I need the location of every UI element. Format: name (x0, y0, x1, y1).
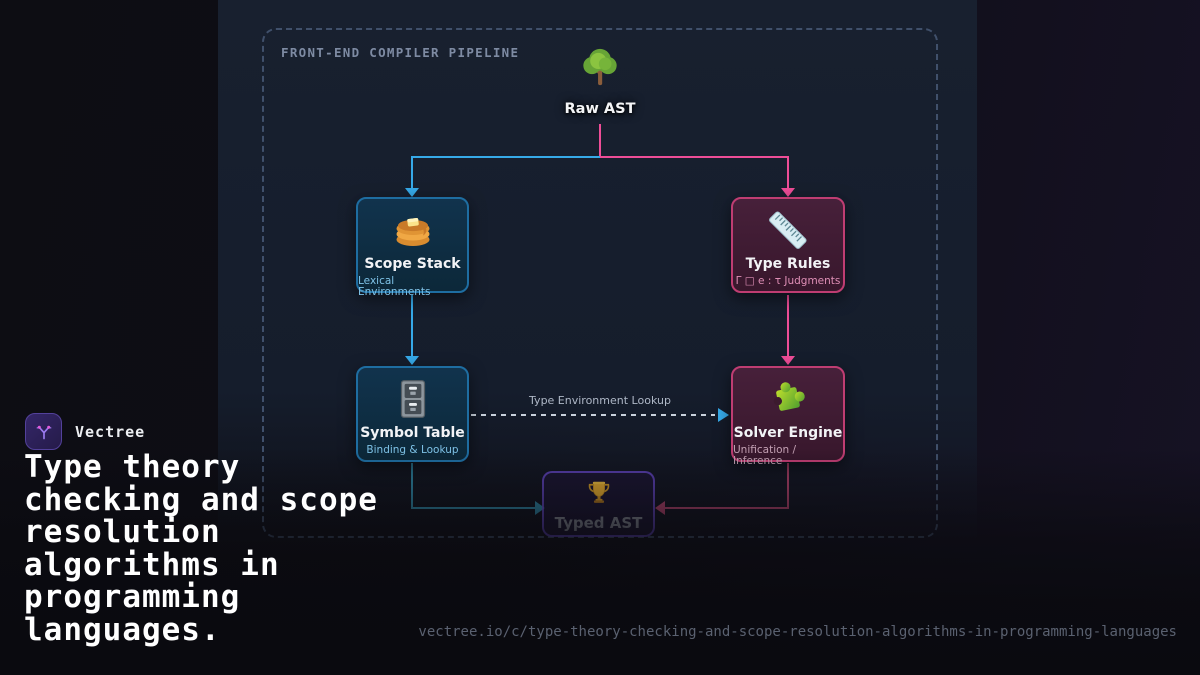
symbol-table-title: Symbol Table (360, 425, 465, 441)
edge-label-lookup: Type Environment Lookup (529, 394, 671, 407)
node-typed-ast: Typed AST (542, 471, 655, 537)
brand-name: Vectree (75, 422, 146, 441)
vectree-branch-icon (25, 413, 62, 450)
pancakes-icon (389, 206, 437, 254)
node-type-rules: Type Rules Γ □ e : τ Judgments (731, 197, 845, 293)
node-symbol-table: Symbol Table Binding & Lookup (356, 366, 469, 462)
arrowhead-typedast-right (655, 501, 665, 515)
brand-row: Vectree (25, 413, 145, 450)
file-cabinet-icon (390, 375, 436, 423)
solver-engine-subtitle: Unification / Inference (733, 444, 797, 467)
type-rules-title: Type Rules (745, 256, 831, 272)
arrowhead-scopestack (405, 188, 419, 197)
typed-ast-label: Typed AST (554, 514, 643, 532)
trophy-icon (584, 478, 614, 512)
node-scope-stack: Scope Stack Lexical Environments (356, 197, 469, 297)
puzzle-icon (764, 375, 812, 423)
arrowhead-lookup (718, 408, 729, 422)
pipeline-title: FRONT-END COMPILER PIPELINE (281, 45, 520, 60)
solver-engine-title: Solver Engine (733, 425, 843, 441)
raw-ast-label: Raw AST (564, 101, 636, 117)
footer-url: vectree.io/c/type-theory-checking-and-sc… (418, 624, 1177, 640)
ruler-icon (764, 206, 812, 254)
type-rules-subtitle: Γ □ e : τ Judgments (735, 275, 841, 287)
arrowhead-symboltable (405, 356, 419, 365)
node-raw-ast: Raw AST (548, 46, 652, 117)
scope-stack-subtitle: Lexical Environments (358, 275, 431, 298)
arrowhead-solverengine (781, 356, 795, 365)
node-solver-engine: Solver Engine Unification / Inference (731, 366, 845, 466)
arrowhead-typerules (781, 188, 795, 197)
headline: Type theory checking and scope resolutio… (24, 449, 378, 648)
scope-stack-title: Scope Stack (364, 256, 461, 272)
edge-rawast-scopestack (411, 156, 600, 189)
edge-solverengine-typedast (665, 463, 789, 509)
tree-icon (577, 46, 623, 96)
edge-rawast-typerules (600, 156, 789, 189)
